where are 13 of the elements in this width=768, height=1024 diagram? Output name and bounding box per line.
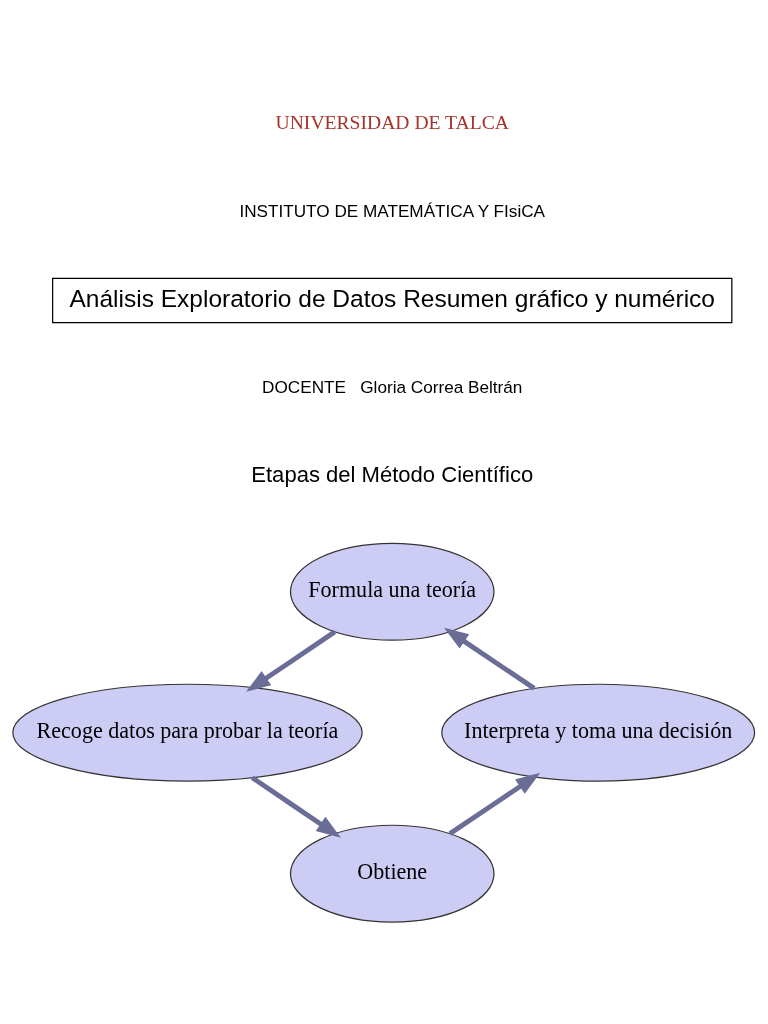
arrow (246, 629, 337, 692)
node-box: Análisis Exploratorio de Datos Resumen gráfico y numérico (52, 277, 733, 324)
arrow (444, 627, 536, 691)
label: INSTITUTO DE MATEMÁTICA Y FIsiCA (239, 200, 546, 221)
node-ellipse: Obtiene (289, 824, 495, 923)
node-ellipse: Formula una teoría (289, 542, 495, 641)
arrow (250, 775, 341, 838)
label: Etapas del Método Científico (251, 462, 534, 488)
label: UNIVERSIDAD DE TALCA (275, 111, 509, 133)
arrow (448, 772, 541, 836)
node-ellipse: Recoge datos para probar la teoría (12, 683, 363, 782)
label: DOCENTE Gloria Correa Beltrán (262, 377, 523, 398)
node-ellipse: Interpreta y toma una decisión (441, 683, 756, 782)
